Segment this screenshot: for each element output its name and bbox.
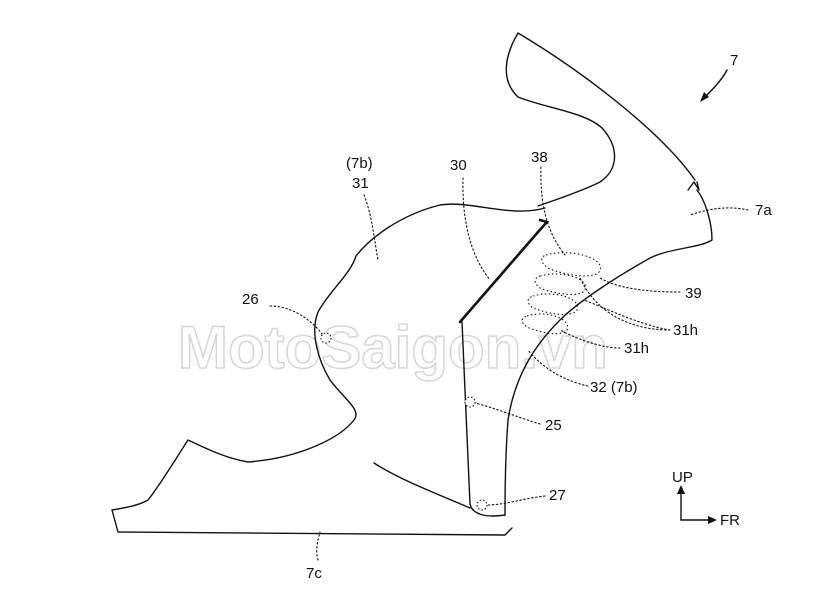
leader-32 bbox=[527, 349, 589, 387]
leader-30 bbox=[462, 177, 491, 281]
slit-4 bbox=[521, 313, 569, 335]
label-31: 31 bbox=[352, 175, 369, 192]
ref-arrow-head bbox=[700, 92, 709, 102]
leader-7a bbox=[689, 207, 749, 216]
upper-cowl-outline bbox=[504, 32, 713, 516]
label-7b-top: (7b) bbox=[346, 155, 373, 172]
fr-arrow-head bbox=[708, 516, 717, 524]
parting-hook bbox=[536, 218, 550, 234]
direction-indicator: UP FR bbox=[672, 469, 740, 529]
leader-27 bbox=[486, 495, 546, 506]
watermark: MotoSaigon.vn bbox=[178, 314, 608, 381]
label-26: 26 bbox=[242, 291, 259, 308]
up-label: UP bbox=[672, 469, 693, 486]
slit-1 bbox=[541, 252, 601, 277]
fr-label: FR bbox=[720, 512, 740, 529]
label-31h-a: 31h bbox=[673, 322, 698, 339]
label-32: 32 (7b) bbox=[590, 379, 638, 396]
lower-fold-line bbox=[373, 462, 471, 509]
label-31h-b: 31h bbox=[624, 340, 649, 357]
label-27: 27 bbox=[549, 487, 566, 504]
leader-38 bbox=[540, 166, 566, 256]
hole-27 bbox=[476, 499, 488, 511]
label-39: 39 bbox=[685, 285, 702, 302]
leader-7c bbox=[316, 531, 321, 561]
label-7a: 7a bbox=[755, 202, 772, 219]
label-7c: 7c bbox=[306, 565, 322, 582]
panel-32-edge bbox=[461, 321, 506, 517]
up-arrow-head bbox=[677, 485, 685, 494]
label-25: 25 bbox=[545, 417, 562, 434]
leader-31 bbox=[363, 194, 379, 261]
leader-39 bbox=[599, 277, 681, 293]
leader-26 bbox=[269, 305, 323, 335]
leader-31h-b bbox=[559, 329, 621, 349]
leader-31h-a bbox=[583, 299, 671, 331]
vent-slits-31h bbox=[521, 252, 601, 335]
figure-number-label: 7 bbox=[730, 52, 738, 69]
middle-cowl-outline bbox=[111, 203, 546, 536]
slit-2 bbox=[534, 273, 586, 296]
leader-31h-a2 bbox=[579, 277, 671, 331]
parting-line-30 bbox=[458, 230, 540, 324]
hole-25 bbox=[464, 396, 476, 408]
label-30: 30 bbox=[450, 157, 467, 174]
hole-26 bbox=[320, 332, 332, 344]
slit-3 bbox=[527, 293, 578, 316]
label-38: 38 bbox=[531, 149, 548, 166]
